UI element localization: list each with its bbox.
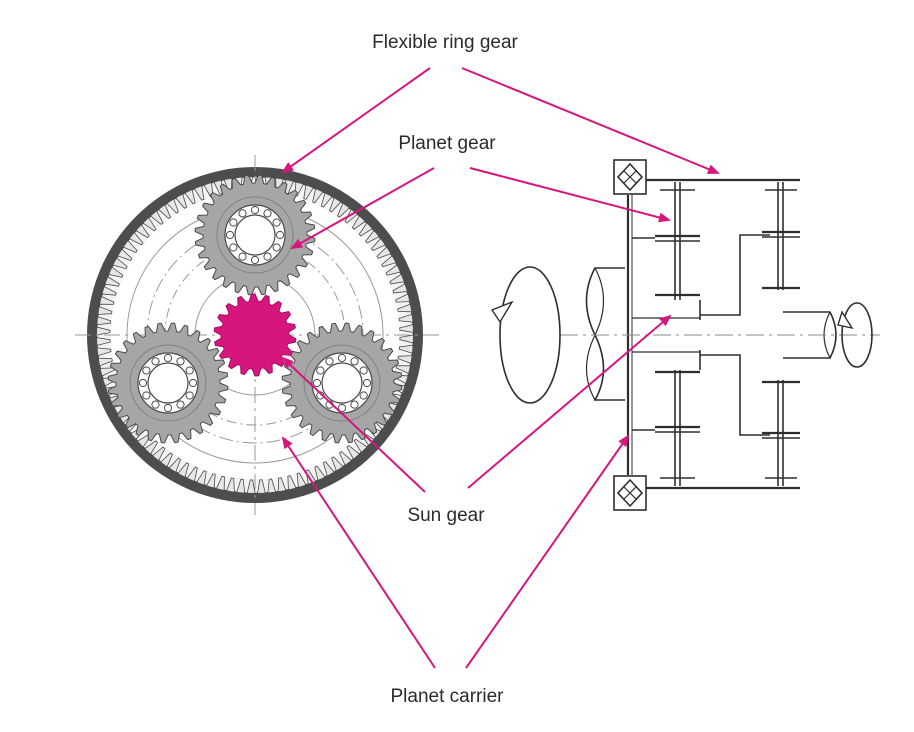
planet-arrow-right (469, 167, 671, 223)
stage2-planets (762, 182, 800, 486)
ring-arrow-right (461, 67, 720, 174)
planet-gear (107, 322, 229, 444)
sun-gear (213, 293, 297, 377)
rotation-arrow-head (490, 300, 514, 324)
planet-arrow-left (290, 167, 435, 249)
label-flexible-ring-gear: Flexible ring gear (372, 32, 518, 53)
rotation-arrow-icon (841, 302, 873, 368)
front-view (75, 155, 440, 515)
carrier-arrow-right (465, 434, 630, 669)
planet-gear (194, 174, 316, 296)
carrier-arrow-left (281, 436, 436, 669)
leader-arrows (281, 67, 720, 669)
sun-arrow-left (281, 356, 426, 493)
rotation-arrow-icon (499, 266, 561, 404)
stage1-planets (632, 182, 700, 486)
schematic-view (560, 159, 880, 511)
bearing-symbol-icon (613, 159, 647, 195)
label-planet-gear: Planet gear (398, 133, 496, 154)
rotation-arrow-head (837, 310, 854, 330)
ring-arrow-left (281, 67, 431, 174)
planet-gears (107, 174, 403, 444)
bearing-symbol-icon (613, 475, 647, 511)
label-planet-carrier: Planet carrier (390, 686, 504, 707)
sun-arrow-right (467, 314, 672, 489)
stage2-carrier (699, 234, 770, 436)
input-shaft (585, 267, 625, 401)
label-sun-gear: Sun gear (407, 505, 485, 526)
planet-gear (281, 322, 403, 444)
